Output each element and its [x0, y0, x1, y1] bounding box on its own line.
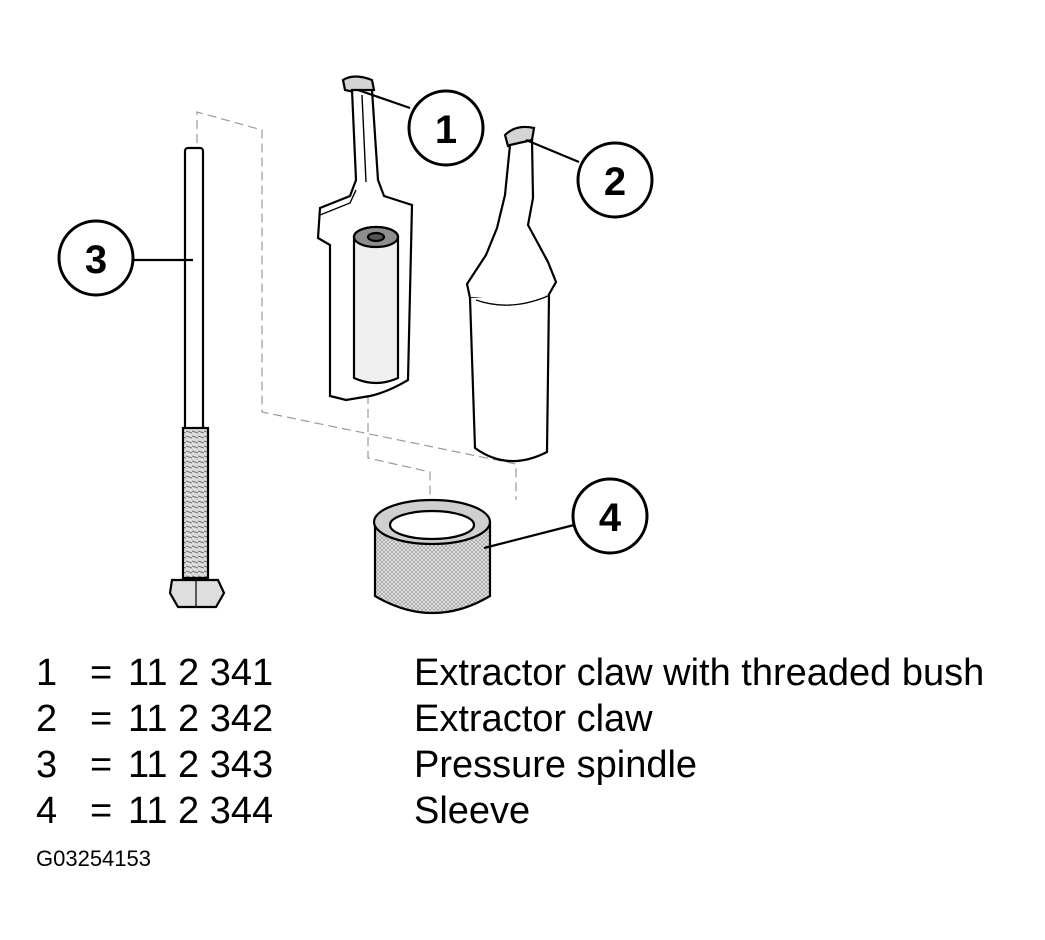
legend-number: 3 — [36, 744, 58, 786]
svg-text:4: 4 — [599, 496, 622, 540]
tool-diagram: 1 2 3 4 — [57, 75, 654, 615]
legend-equals: = — [90, 790, 113, 832]
legend-row: 3 = 11 2 343 Pressure spindle — [36, 742, 1026, 788]
legend-equals: = — [90, 744, 113, 786]
legend-part-code: 11 2 343 — [128, 744, 274, 786]
legend-row: 4 = 11 2 344 Sleeve — [36, 788, 1026, 834]
callout-2: 2 — [525, 138, 654, 219]
legend-description: Extractor claw — [414, 698, 653, 740]
legend-equals: = — [90, 652, 113, 694]
alignment-guides — [196, 111, 517, 512]
svg-text:3: 3 — [85, 238, 107, 282]
legend-row: 2 = 11 2 342 Extractor claw — [36, 696, 1026, 742]
callout-1: 1 — [357, 88, 485, 167]
legend-number: 1 — [36, 652, 58, 694]
parts-legend: 1 = 11 2 341 Extractor claw with threade… — [36, 650, 1026, 834]
legend-part-code: 11 2 341 — [128, 652, 274, 694]
sleeve — [372, 498, 492, 615]
callout-4: 4 — [483, 477, 649, 555]
extractor-claw — [465, 125, 558, 463]
legend-row: 1 = 11 2 341 Extractor claw with threade… — [36, 650, 1026, 696]
svg-text:1: 1 — [435, 108, 457, 152]
legend-part-code: 11 2 342 — [128, 698, 274, 740]
svg-text:2: 2 — [604, 160, 626, 204]
callout-3: 3 — [57, 219, 193, 297]
legend-equals: = — [90, 698, 113, 740]
legend-description: Pressure spindle — [414, 744, 698, 786]
legend-description: Extractor claw with threaded bush — [414, 652, 985, 694]
pressure-spindle — [168, 146, 226, 609]
legend-description: Sleeve — [414, 790, 531, 832]
legend-number: 2 — [36, 698, 58, 740]
legend-number: 4 — [36, 790, 58, 832]
legend-part-code: 11 2 344 — [128, 790, 274, 832]
extractor-claw-with-bush — [316, 75, 414, 402]
figure-id: G03254153 — [36, 846, 151, 871]
